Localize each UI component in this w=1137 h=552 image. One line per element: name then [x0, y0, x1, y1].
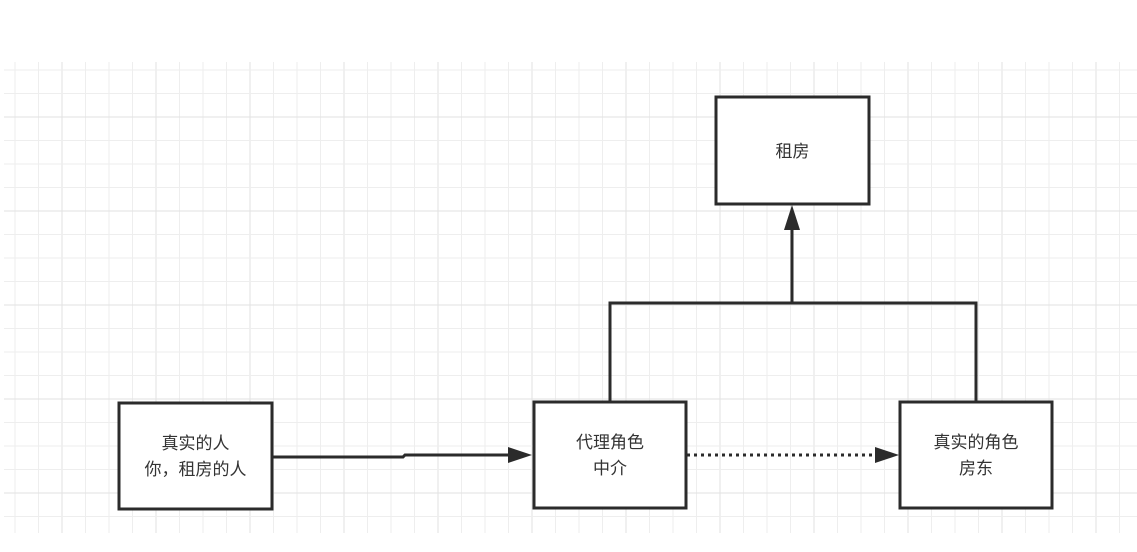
- node-proxy[interactable]: 代理角色 中介: [532, 400, 688, 510]
- edges: [272, 205, 978, 463]
- node-client-label-line2: 你，租房的人: [145, 460, 247, 480]
- node-rent-label: 租房: [776, 142, 810, 162]
- node-real-subject-label-line2: 房东: [959, 459, 993, 479]
- arrowhead-client-to-proxy: [508, 447, 532, 463]
- edge-client-to-proxy[interactable]: [272, 453, 510, 459]
- node-proxy-label-line2: 中介: [593, 459, 627, 479]
- node-client-label-line1: 真实的人: [162, 434, 230, 454]
- node-rent-box: [714, 95, 871, 206]
- node-proxy-box: [532, 400, 688, 510]
- node-client-box: [117, 401, 274, 511]
- arrowhead-proxy-to-real-subject: [875, 447, 899, 463]
- node-real-subject[interactable]: 真实的角色 房东: [898, 400, 1054, 510]
- node-proxy-label-line1: 代理角色: [576, 433, 644, 453]
- node-rent[interactable]: 租房: [714, 95, 871, 206]
- node-client[interactable]: 真实的人 你，租房的人: [117, 401, 274, 511]
- node-real-subject-box: [898, 400, 1054, 510]
- arrowhead-to-rent: [784, 205, 800, 230]
- node-real-subject-label-line1: 真实的角色: [934, 433, 1019, 453]
